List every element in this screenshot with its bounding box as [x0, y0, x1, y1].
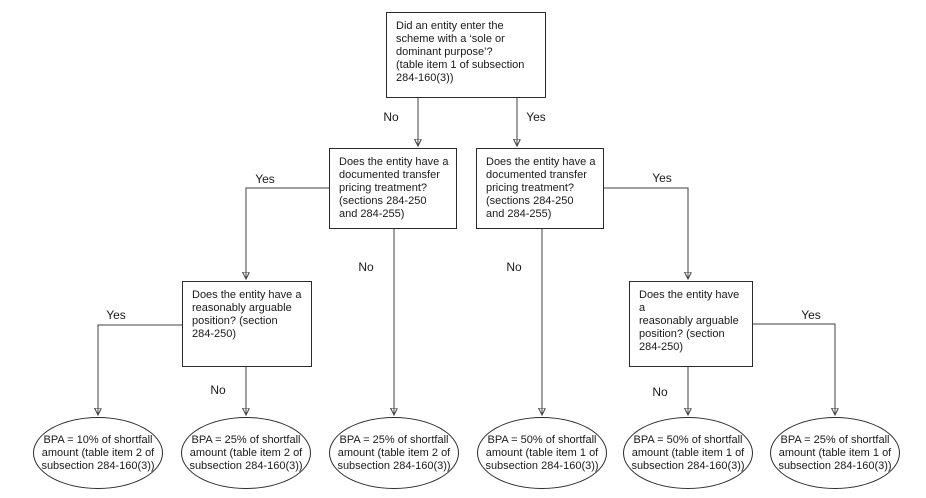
edge-line-yes-to-rap-right — [604, 187, 688, 279]
outcome-ellipse-bpa-25-item2-b: BPA = 25% of shortfall amount (table ite… — [329, 417, 459, 489]
edge-line-yes-to-outcome-1 — [98, 324, 182, 415]
edge-label-no-to-outcome-5: No — [650, 385, 670, 399]
edge-label-no-to-outcome-3: No — [356, 260, 376, 274]
edge-label-yes-to-rap-left: Yes — [253, 172, 277, 186]
edge-label-yes-right: Yes — [524, 110, 548, 124]
decision-box-documented-tp-left: Does the entity have a documented transf… — [329, 148, 457, 229]
outcome-ellipse-bpa-10-item2: BPA = 10% of shortfall amount (table ite… — [33, 417, 163, 489]
decision-box-reasonably-arguable-left: Does the entity have a reasonably arguab… — [182, 281, 312, 367]
edge-label-no-to-outcome-4: No — [504, 260, 524, 274]
edge-line-yes-to-outcome-6 — [752, 323, 835, 415]
outcome-ellipse-bpa-25-item2-a: BPA = 25% of shortfall amount (table ite… — [181, 417, 311, 489]
decision-box-documented-tp-right: Does the entity have a documented transf… — [476, 148, 604, 229]
decision-box-purpose: Did an entity enter the scheme with a ‘s… — [386, 12, 546, 98]
edge-label-yes-to-rap-right: Yes — [650, 171, 674, 185]
decision-box-reasonably-arguable-right: Does the entity have a reasonably arguab… — [629, 281, 753, 367]
outcome-ellipse-bpa-50-item1-a: BPA = 50% of shortfall amount (table ite… — [477, 417, 607, 489]
edge-label-no-left: No — [381, 110, 401, 124]
edge-label-yes-to-outcome-6: Yes — [799, 308, 823, 322]
outcome-ellipse-bpa-25-item1: BPA = 25% of shortfall amount (table ite… — [770, 417, 900, 489]
edge-label-no-to-outcome-2: No — [208, 383, 228, 397]
outcome-ellipse-bpa-50-item1-b: BPA = 50% of shortfall amount (table ite… — [623, 417, 753, 489]
edge-line-yes-to-rap-left — [246, 187, 329, 279]
edge-label-yes-to-outcome-1: Yes — [104, 308, 128, 322]
